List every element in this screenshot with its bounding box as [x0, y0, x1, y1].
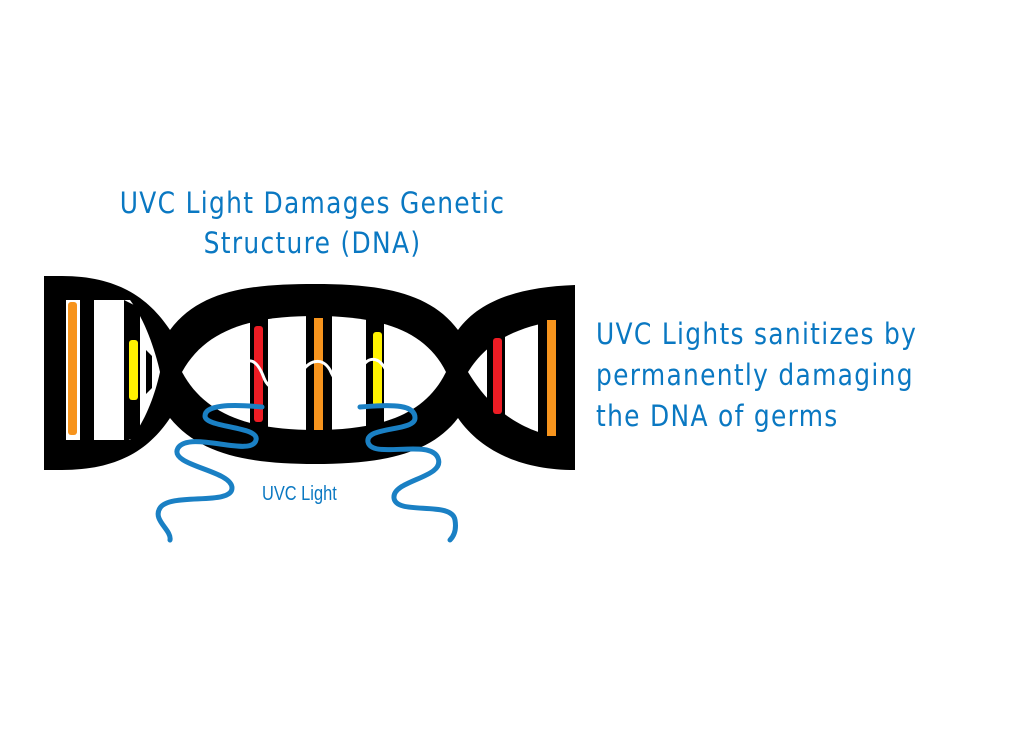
side-description: UVC Lights sanitizes by permanently dama… — [596, 314, 957, 437]
uvc-wave-left — [155, 403, 265, 543]
side-line-3: the DNA of germs — [596, 399, 839, 433]
dna-helix — [44, 276, 575, 470]
damage-wave — [238, 357, 402, 394]
rung-orange — [547, 320, 556, 436]
diagram-title: UVC Light Damages Genetic Structure (DNA… — [95, 183, 529, 263]
uvc-light-label: UVC Light — [262, 483, 337, 505]
rung-backbone — [146, 350, 152, 394]
rung-orange — [68, 302, 77, 435]
side-line-1: UVC Lights sanitizes by — [596, 317, 918, 351]
rung-red — [254, 326, 263, 422]
rung-yellow — [373, 332, 382, 406]
rung-backbone — [80, 295, 94, 445]
uvc-wave-right — [357, 403, 458, 543]
side-line-2: permanently damaging — [596, 358, 914, 392]
title-line-2: Structure (DNA) — [203, 226, 422, 260]
rung-backbone — [62, 295, 66, 445]
rung-yellow — [129, 340, 138, 400]
title-line-1: UVC Light Damages Genetic — [119, 186, 506, 220]
rung-red — [493, 338, 502, 414]
rung-orange — [314, 318, 323, 430]
uvc-light-waves — [155, 403, 458, 543]
